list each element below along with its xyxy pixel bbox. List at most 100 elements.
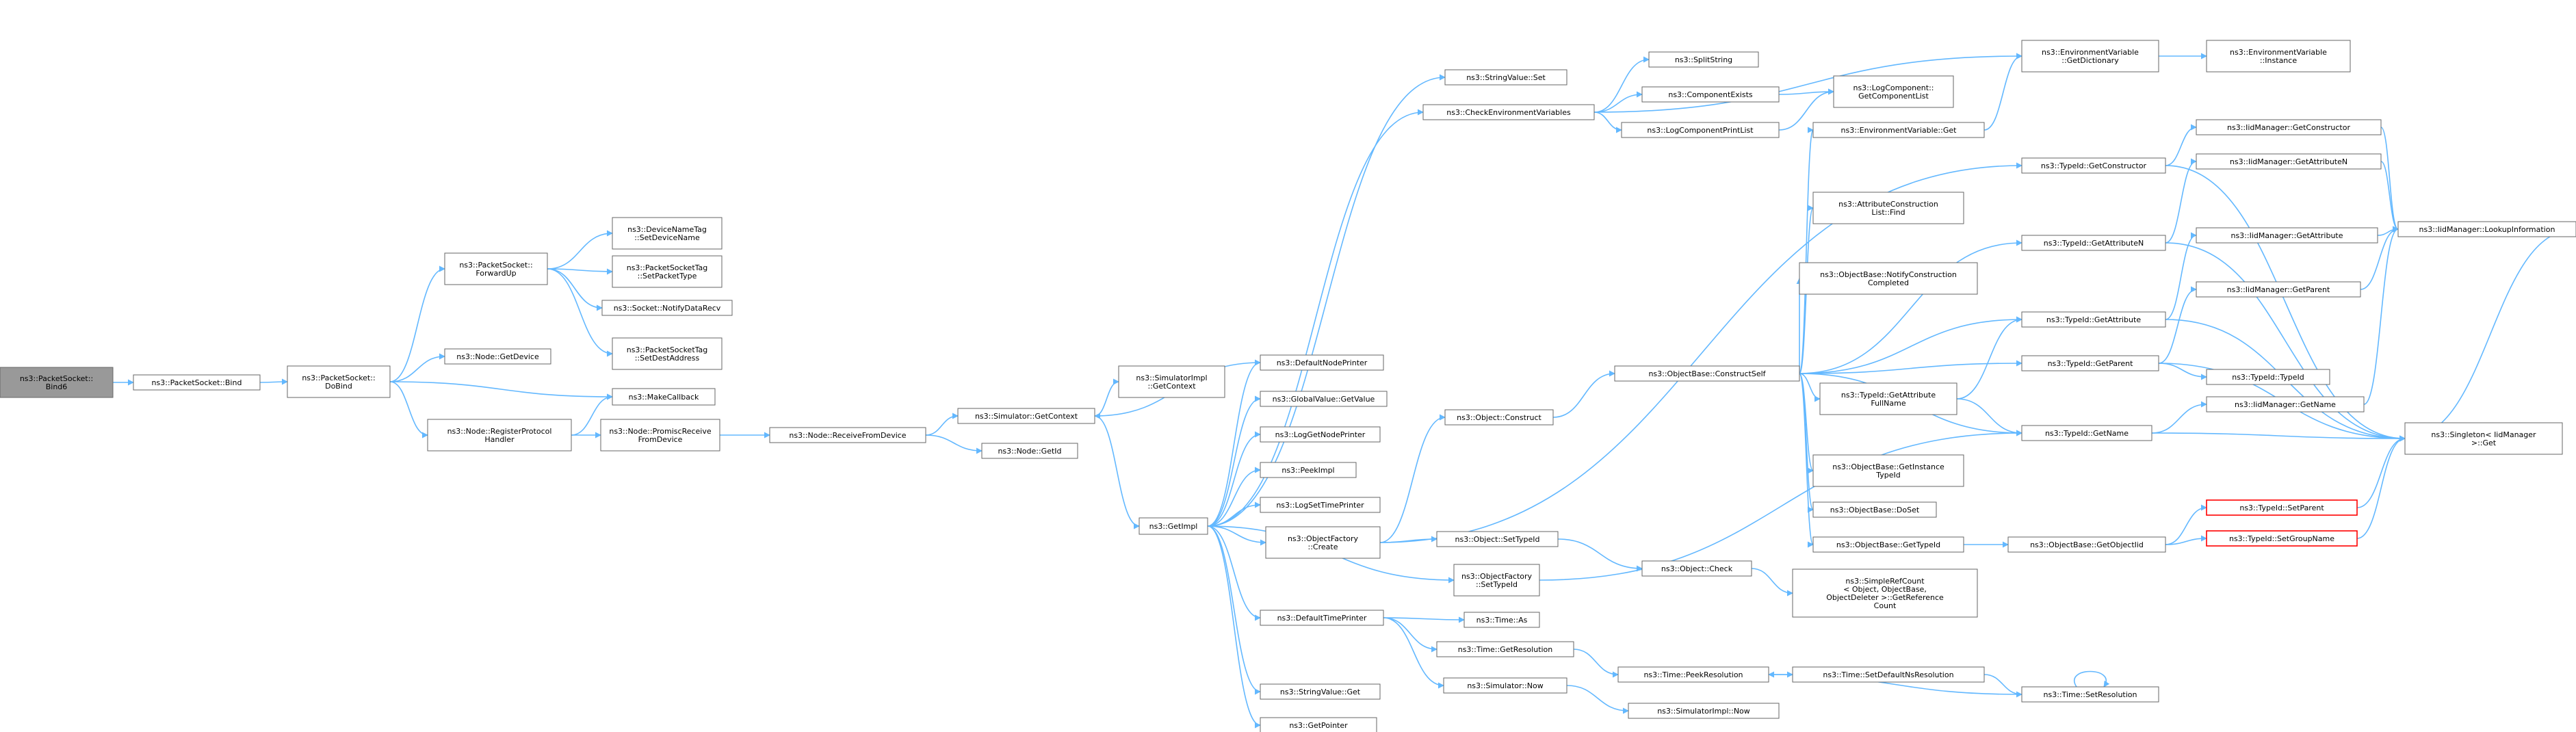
function-node-n37[interactable]: ns3::ObjectBase::ConstructSelf [1614,365,1800,382]
function-node-n26[interactable]: ns3::StringValue::Set [1444,69,1567,86]
function-node-n57[interactable]: ns3::ObjectBase::GetObjectIid [2007,536,2166,553]
edge-n28-n37 [1552,370,1615,418]
function-node-n66[interactable]: ns3::TypeId::SetParent [2206,499,2358,516]
function-node-n69[interactable]: ns3::Singleton< IidManager>::Get [2404,422,2563,455]
function-node-n7[interactable]: ns3::DeviceNameTag::SetDeviceName [612,217,723,250]
function-node-n54[interactable]: ns3::TypeId::GetAttribute [2021,311,2166,328]
function-node-n67[interactable]: ns3::TypeId::SetGroupName [2206,530,2358,547]
node-label-line: ns3::ObjectBase::DoSet [1830,506,1920,514]
function-node-n4[interactable]: ns3::Node::GetDevice [444,348,551,365]
function-node-n60[interactable]: ns3::IidManager::GetConstructor [2196,119,2382,135]
function-node-n59[interactable]: ns3::EnvironmentVariable::Instance [2206,40,2351,73]
function-node-n9[interactable]: ns3::Socket::NotifyDataRecv [601,300,733,316]
function-node-n48[interactable]: ns3::ObjectBase::GetTypeId [1812,536,1964,553]
node-label-line: FromDevice [638,435,683,444]
edge-n27-n35 [1593,91,1643,113]
node-label-line: ns3::Time::SetDefaultNsResolution [1823,670,1953,679]
node-label-line: ns3::LogComponentPrintList [1647,126,1754,135]
node-box [2397,221,2576,237]
node-label-line: ns3::TypeId::GetParent [2048,359,2134,368]
function-node-n18[interactable]: ns3::GlobalValue::GetValue [1260,391,1388,407]
function-node-n21[interactable]: ns3::LogSetTimePrinter [1260,497,1381,513]
function-node-n51[interactable]: ns3::EnvironmentVariable::GetDictionary [2021,40,2159,73]
node-label-line: ns3::GlobalValue::GetValue [1273,395,1375,404]
function-node-n52[interactable]: ns3::TypeId::GetConstructor [2021,157,2166,174]
function-node-n61[interactable]: ns3::IidManager::GetAttributeN [2196,153,2382,170]
node-label-line: ns3::SplitString [1675,55,1732,64]
function-node-n23[interactable]: ns3::DefaultTimePrinter [1260,610,1384,626]
node-label-line: Handler [484,435,515,444]
edge-n37-n42 [1799,127,1814,374]
function-node-n64[interactable]: ns3::TypeId::TypeId [2206,369,2330,385]
function-node-n42[interactable]: ns3::EnvironmentVariable::Get [1812,122,1985,138]
function-node-n49[interactable]: ns3::SimpleRefCount< Object, ObjectBase,… [1792,568,1978,618]
function-node-n39[interactable]: ns3::Time::PeekResolution [1617,666,1769,683]
function-node-n29[interactable]: ns3::Object::SetTypeId [1436,531,1559,547]
edge-n3-n8 [547,268,613,275]
node-label-line: ns3::PacketSocket:: [459,261,532,270]
edge-n35-n41 [1778,88,1834,95]
function-node-n5[interactable]: ns3::MakeCallback [612,388,716,406]
function-node-n19[interactable]: ns3::LogGetNodePrinter [1260,426,1381,443]
function-node-n36[interactable]: ns3::LogComponentPrintList [1621,122,1780,138]
function-node-n2[interactable]: ns3::PacketSocket::DoBind [287,365,391,398]
function-node-n38[interactable]: ns3::Object::Check [1641,560,1752,577]
function-node-n30[interactable]: ns3::ObjectFactory::SetTypeId [1453,564,1540,597]
node-label-line: ns3::TypeId::SetGroupName [2229,534,2334,543]
function-node-n20[interactable]: ns3::PeekImpl [1260,462,1357,478]
function-node-n44[interactable]: ns3::ObjectBase::NotifyConstructionCompl… [1799,262,1978,295]
function-node-n40[interactable]: ns3::SimulatorImpl::Now [1628,703,1780,719]
function-node-n32[interactable]: ns3::Time::GetResolution [1436,641,1574,657]
function-node-n56[interactable]: ns3::TypeId::GetName [2021,425,2152,441]
function-node-n28[interactable]: ns3::Object::Construct [1444,409,1554,426]
function-node-n12[interactable]: ns3::Node::ReceiveFromDevice [769,427,926,443]
function-node-n27[interactable]: ns3::CheckEnvironmentVariables [1422,104,1595,120]
node-label-line: ns3::Object::SetTypeId [1455,535,1540,544]
node-label-line: ns3::DefaultTimePrinter [1277,614,1367,623]
node-label-line: Bind6 [46,382,68,391]
function-node-n53[interactable]: ns3::TypeId::GetAttributeN [2021,235,2166,251]
function-node-n3[interactable]: ns3::PacketSocket::ForwardUp [444,252,548,285]
function-node-n34[interactable]: ns3::SplitString [1648,51,1759,68]
function-node-n47[interactable]: ns3::ObjectBase::DoSet [1812,501,1937,518]
function-node-n0[interactable]: ns3::PacketSocket::Bind6 [0,367,114,398]
edge-n37-n47 [1799,373,1814,513]
node-label-line: ns3::CheckEnvironmentVariables [1446,108,1571,117]
function-node-n24[interactable]: ns3::StringValue::Get [1260,683,1381,700]
function-node-n16[interactable]: ns3::GetImpl [1139,517,1208,535]
function-node-n50[interactable]: ns3::Time::SetDefaultNsResolution [1792,666,1985,683]
node-label-line: ns3::IidManager::GetParent [2227,285,2330,294]
function-node-n8[interactable]: ns3::PacketSocketTag::SetPacketType [612,255,723,288]
node-label-line: ns3::Node::GetId [998,447,1061,456]
function-node-n22[interactable]: ns3::ObjectFactory::Create [1265,526,1381,559]
function-node-n62[interactable]: ns3::IidManager::GetAttribute [2196,227,2378,244]
function-node-n13[interactable]: ns3::Simulator::GetContext [957,408,1095,424]
node-box [1260,426,1381,443]
function-node-n63[interactable]: ns3::IidManager::GetParent [2196,281,2361,298]
node-label-line: ns3::Socket::NotifyDataRecv [614,304,721,313]
function-node-n58[interactable]: ns3::Time::SetResolution [2021,686,2159,703]
node-label-line: ns3::TypeId::GetConstructor [2041,161,2147,170]
function-node-n31[interactable]: ns3::Time::As [1463,612,1540,628]
function-node-n14[interactable]: ns3::Node::GetId [981,443,1078,459]
function-node-n15[interactable]: ns3::SimulatorImpl::GetContext [1118,365,1225,398]
function-node-n17[interactable]: ns3::DefaultNodePrinter [1260,354,1384,371]
node-label-line: FullName [1871,399,1905,408]
node-box [1812,122,1985,138]
function-node-n65[interactable]: ns3::IidManager::GetName [2206,396,2365,413]
function-node-n1[interactable]: ns3::PacketSocket::Bind [133,374,261,391]
function-node-n35[interactable]: ns3::ComponentExists [1641,86,1780,103]
function-node-n55[interactable]: ns3::TypeId::GetParent [2021,355,2159,371]
function-node-n33[interactable]: ns3::Simulator::Now [1443,677,1567,694]
function-node-n41[interactable]: ns3::LogComponent::GetComponentList [1833,75,1954,108]
node-label-line: ns3::Time::PeekResolution [1643,670,1743,679]
function-node-n25[interactable]: ns3::GetPointer [1260,717,1377,732]
function-node-n68[interactable]: ns3::IidManager::LookupInformation [2397,221,2576,237]
function-node-n10[interactable]: ns3::PacketSocketTag::SetDestAddress [612,337,723,370]
